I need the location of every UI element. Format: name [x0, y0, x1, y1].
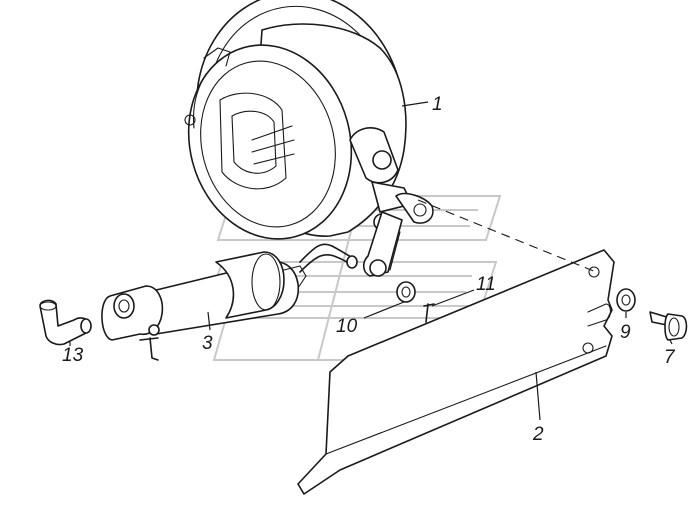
callout-10: 10 — [336, 316, 358, 337]
callout-1: 1 — [432, 94, 443, 115]
part-3-air-cylinder — [101, 251, 307, 341]
callout-labels: 1 2 3 7 9 10 11 13 — [62, 94, 676, 445]
part-10-washer — [396, 281, 416, 303]
callout-2: 2 — [532, 424, 544, 445]
part-2-mounting-bracket — [297, 199, 615, 495]
part-11-pin — [423, 303, 435, 323]
callout-9: 9 — [620, 322, 631, 343]
leader-lines — [69, 101, 673, 421]
callout-7: 7 — [664, 347, 676, 368]
part-7-bolt — [649, 311, 688, 341]
cotter-pin — [139, 337, 159, 361]
part-9-washer — [616, 288, 636, 312]
air-hose — [299, 243, 358, 273]
part-13-elbow-fitting — [39, 299, 92, 346]
part-1-brake-chamber — [184, 0, 434, 240]
callout-3: 3 — [202, 333, 213, 354]
callout-13: 13 — [62, 345, 84, 366]
linkage-arm — [362, 211, 403, 277]
callout-11: 11 — [476, 274, 496, 295]
